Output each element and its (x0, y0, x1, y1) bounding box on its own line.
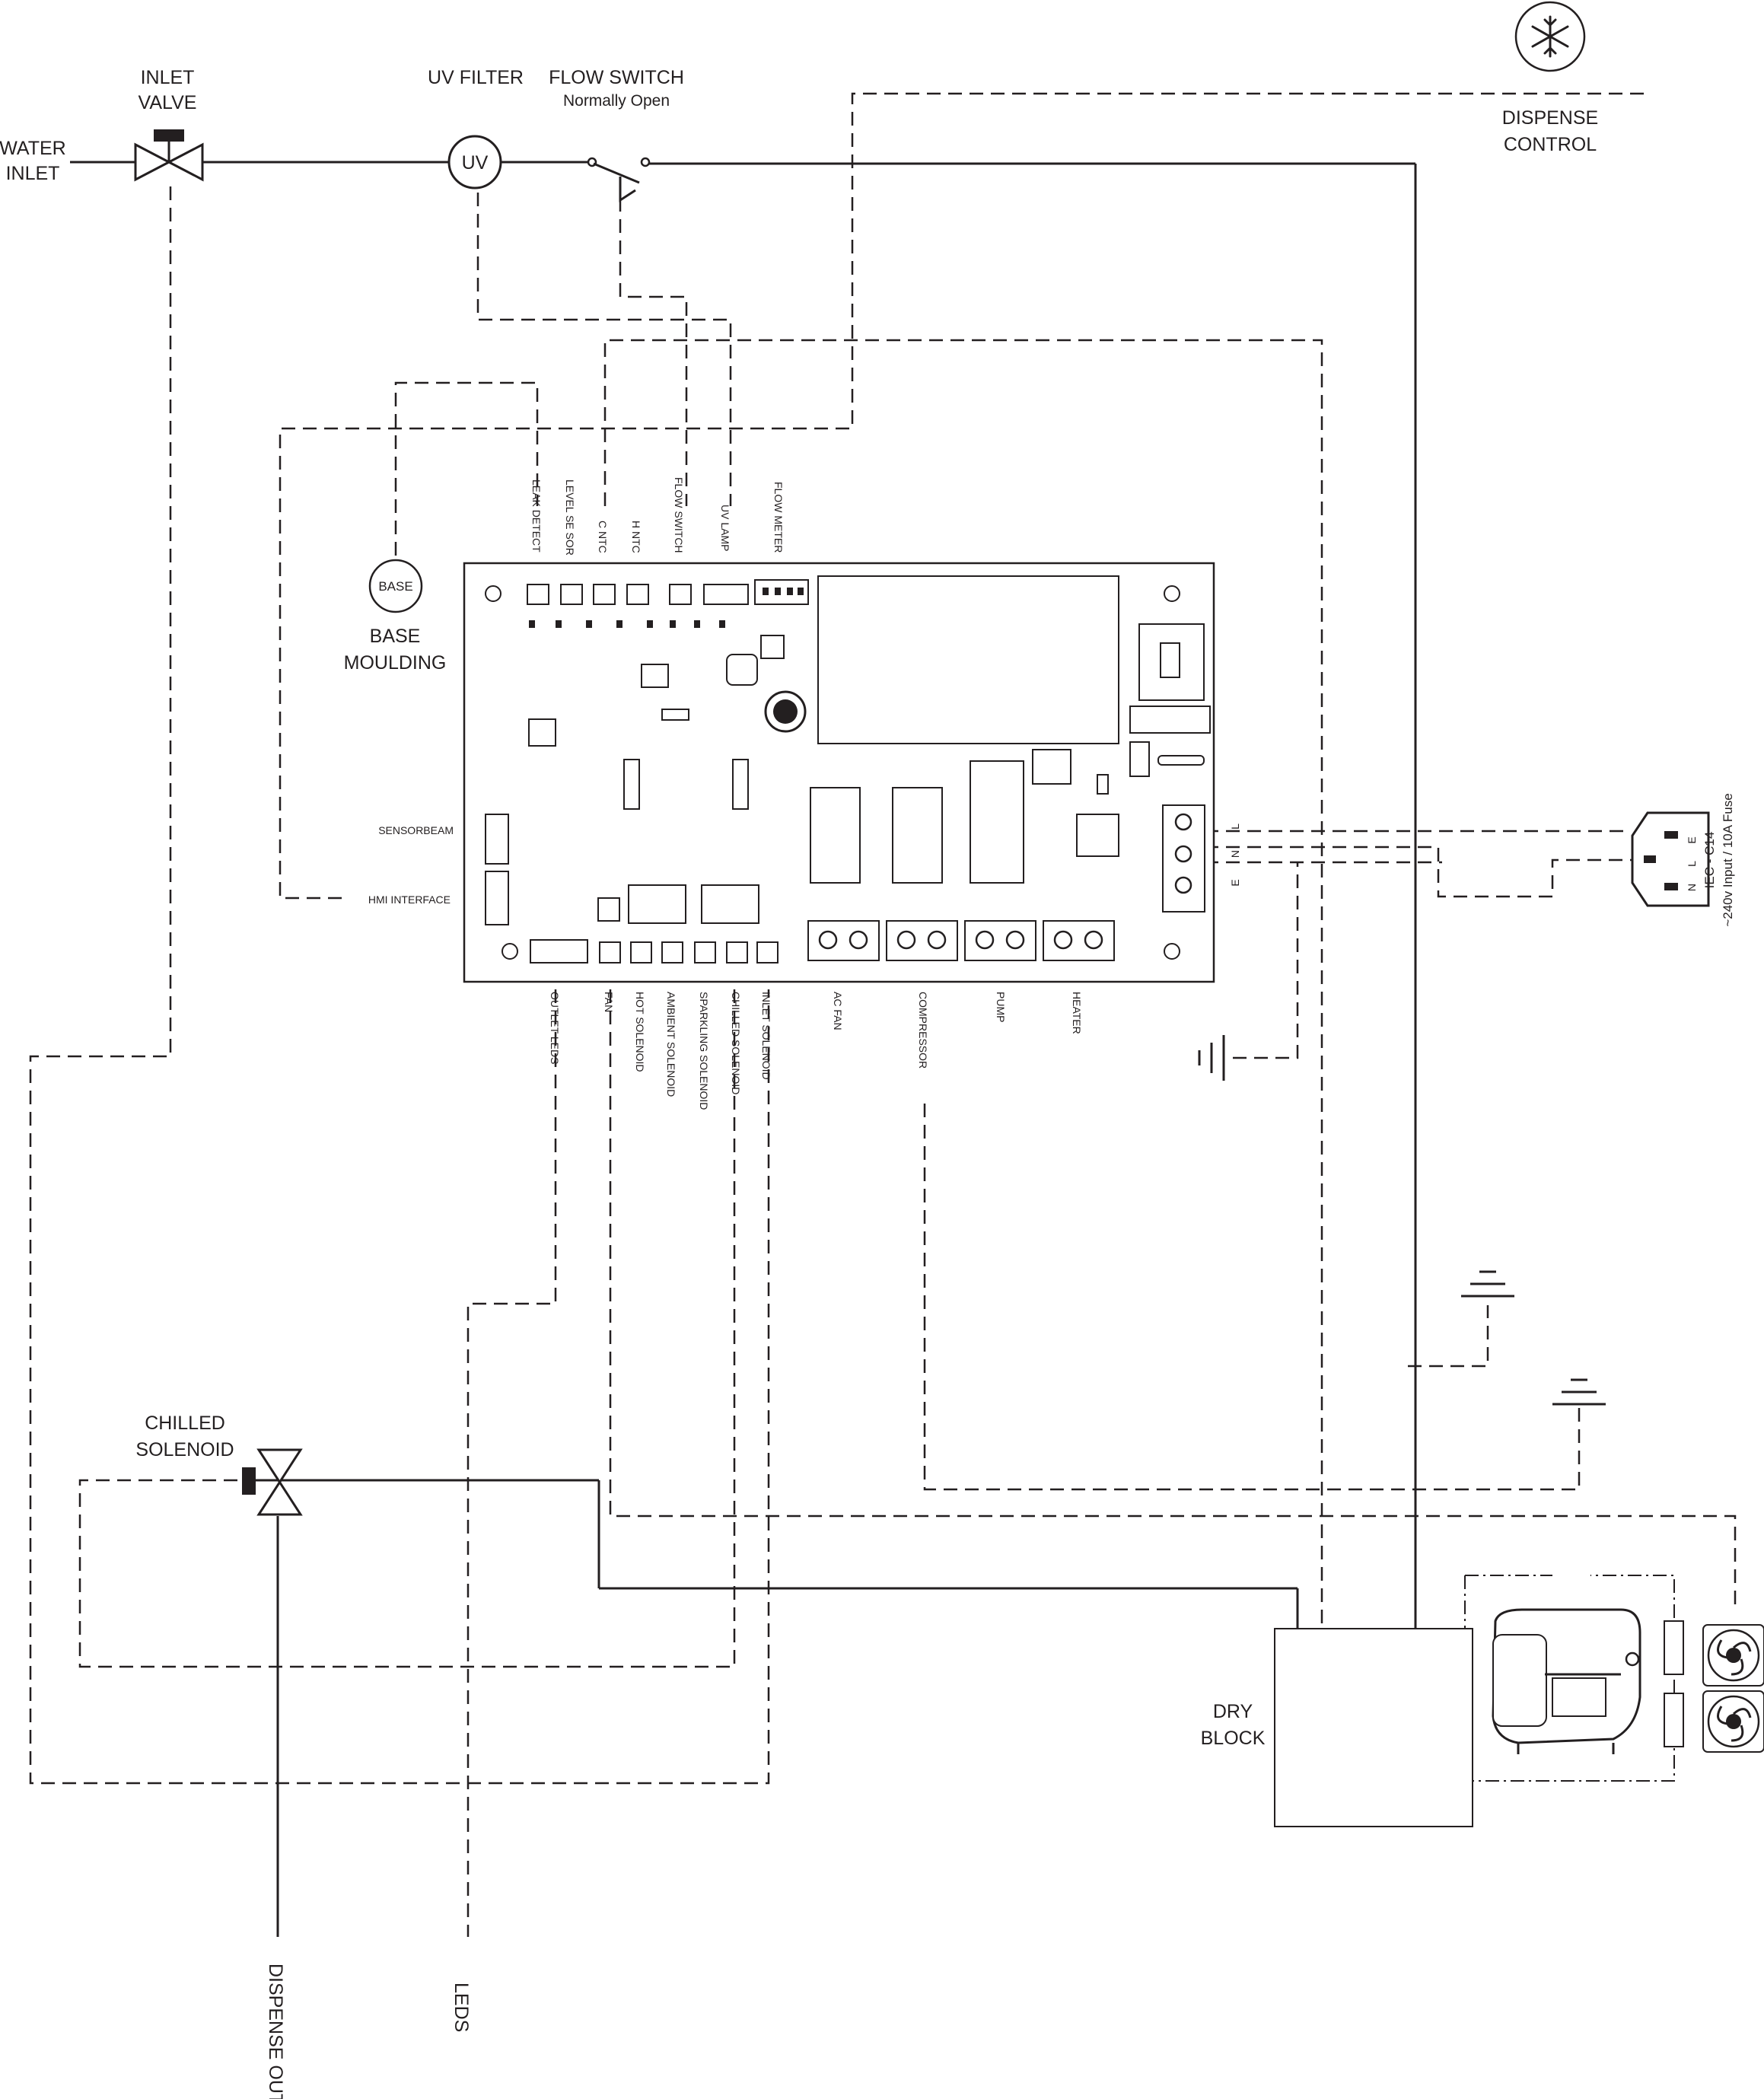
label-fan: FAN (603, 992, 615, 1012)
chilled-solenoid-icon (242, 1448, 303, 1516)
label-hot-solenoid: HOT SOLENOID (634, 992, 646, 1072)
label-dispense-control-1: DISPENSE (1502, 107, 1598, 129)
label-base-moulding-2: MOULDING (344, 652, 447, 674)
pcb-left-labels: SENSORBEAM HMI INTERFACE (368, 824, 454, 906)
control-pcb (463, 562, 1215, 983)
label-dispense-control-2: CONTROL (1504, 134, 1597, 155)
mains-terminal-labels: L N E (1229, 823, 1241, 887)
label-l: L (1229, 823, 1241, 830)
snowflake-icon (1514, 1, 1586, 72)
label-iec-2: ~240v Input / 10A Fuse (1721, 793, 1735, 926)
base-symbol: BASE (368, 559, 423, 613)
label-inlet-valve-2: VALVE (139, 92, 197, 113)
capacitor (1664, 1693, 1684, 1747)
label-iec-1: IEC - C14 (1702, 832, 1717, 889)
label-sparkling-solenoid: SPARKLING SOLENOID (698, 992, 710, 1110)
label-leds: LEDS (451, 1983, 472, 2032)
label-ambient-solenoid: AMBIENT SOLENOID (665, 992, 677, 1097)
label-flow-switch: FLOW SWITCH (673, 477, 685, 553)
ground-icon (1552, 1378, 1606, 1406)
component-labels: WATER INLET INLET VALVE UV FILTER FLOW S… (0, 67, 1735, 2099)
label-dry-block-2: BLOCK (1201, 1728, 1266, 1749)
label-ac-fan: AC FAN (832, 992, 844, 1030)
compressor-icon (1492, 1608, 1641, 1754)
label-inlet-valve-1: INLET (141, 67, 195, 88)
iec-pin-l: L (1686, 861, 1698, 867)
iec-pin-e: E (1686, 836, 1698, 843)
pcb-bottom-labels: OUTLET LEDS FAN HOT SOLENOID AMBIENT SOL… (549, 992, 1083, 1110)
inlet-valve-icon (134, 129, 204, 182)
label-compressor: COMPRESSOR (917, 992, 929, 1069)
uv-symbol-label: UV (462, 152, 489, 174)
label-heater: HEATER (1071, 992, 1083, 1034)
label-n: N (1229, 850, 1241, 858)
label-leak-detect: LEAK DETECT (530, 479, 543, 553)
label-c-ntc: C NTC (597, 521, 609, 553)
label-h-ntc: H NTC (630, 521, 642, 553)
label-water-inlet-1: WATER (0, 138, 66, 159)
flow-switch-icon (587, 157, 651, 202)
uv-filter-symbol: UV (447, 135, 502, 190)
label-water-inlet-2: INLET (6, 163, 60, 184)
label-pump: PUMP (995, 992, 1007, 1022)
label-dispense-out: DISPENSE OUT (265, 1964, 286, 2099)
label-uv-filter: UV FILTER (428, 67, 524, 88)
fan-icon (1702, 1624, 1764, 1687)
label-chilled-solenoid: CHILLED SOLENOID (730, 992, 742, 1094)
dashed-wires (29, 92, 1737, 1937)
ground-icon (1198, 1035, 1225, 1081)
label-flow-switch: FLOW SWITCH (549, 67, 684, 88)
label-sensorbeam: SENSORBEAM (378, 824, 454, 836)
label-dry-block-1: DRY (1213, 1701, 1253, 1722)
label-e: E (1229, 879, 1241, 886)
label-level-sensor: LEVEL SE SOR (564, 479, 576, 556)
pcb-top-labels: LEAK DETECT LEVEL SE SOR C NTC H NTC FLO… (530, 477, 785, 556)
label-uv-lamp: UV LAMP (719, 505, 731, 551)
label-flow-meter: FLOW METER (772, 482, 785, 553)
label-chilled-solenoid-1: CHILLED (145, 1413, 225, 1434)
label-outlet-leds: OUTLET LEDS (549, 992, 561, 1064)
label-base-moulding-1: BASE (370, 626, 421, 647)
solid-lines (70, 161, 1417, 1937)
iec-pin-n: N (1686, 884, 1698, 891)
iec-inlet: E L N (1631, 811, 1710, 907)
fan-icon (1702, 1690, 1764, 1753)
label-hmi-interface: HMI INTERFACE (368, 893, 451, 906)
dry-block (1274, 1628, 1473, 1827)
capacitor (1664, 1620, 1684, 1675)
ground-icon (1461, 1270, 1514, 1298)
base-symbol-label: BASE (378, 579, 412, 594)
label-inlet-solenoid: INLET SOLENOID (760, 992, 772, 1080)
label-chilled-solenoid-2: SOLENOID (135, 1439, 234, 1460)
label-flow-switch-sub: Normally Open (563, 92, 670, 110)
